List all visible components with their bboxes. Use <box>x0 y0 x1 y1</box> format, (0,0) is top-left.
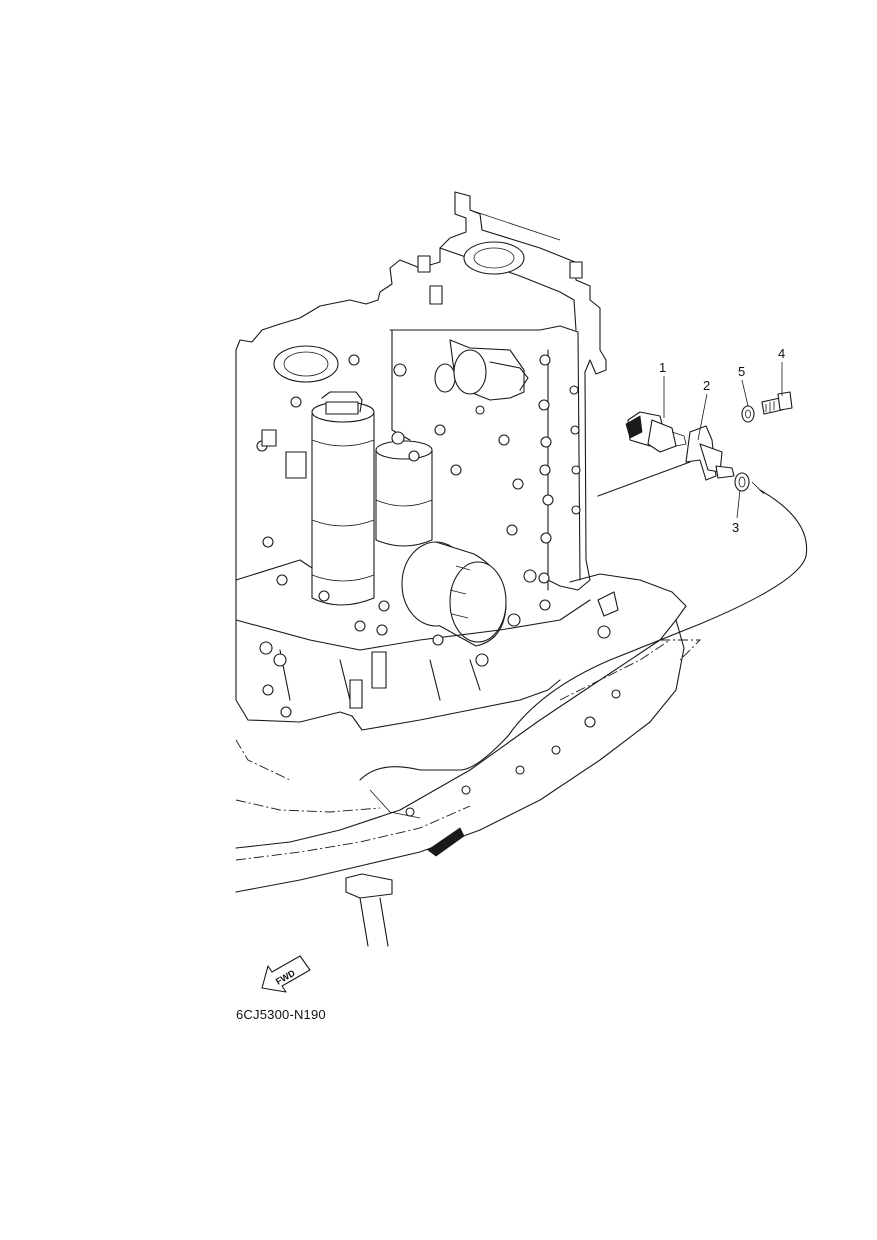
callout-4: 4 <box>778 346 785 361</box>
callout-1: 1 <box>659 360 666 375</box>
callout-3: 3 <box>732 520 739 535</box>
callout-5: 5 <box>738 364 745 379</box>
part-2-bracket <box>685 425 735 481</box>
part-5-washer <box>741 405 755 423</box>
flange-bolts <box>538 354 581 611</box>
part-4-bolt <box>761 391 793 415</box>
fwd-arrow-icon: FWD <box>261 955 311 993</box>
bottom-cowling-drawing <box>235 573 702 947</box>
part-1-sensor <box>625 411 687 453</box>
callout-leaders <box>663 362 783 519</box>
callout-2: 2 <box>703 378 710 393</box>
sensor-harness <box>459 461 808 771</box>
engine-block-drawing <box>235 191 607 731</box>
figure-id: 6CJ5300-N190 <box>236 1007 326 1022</box>
part-3-clamp <box>734 472 750 492</box>
